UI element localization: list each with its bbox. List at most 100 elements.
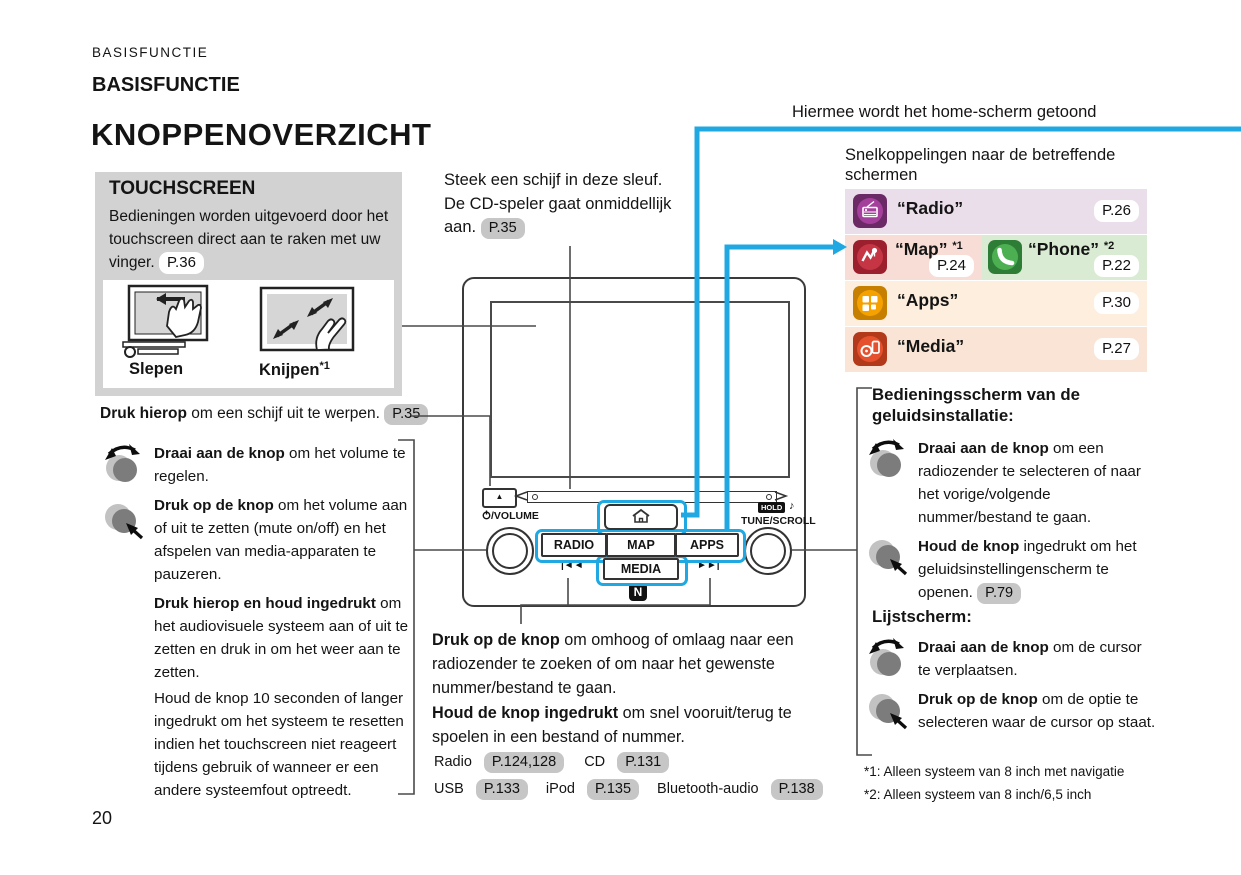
touchscreen-body-text: Bedieningen worden uitgevoerd door het t… (109, 208, 389, 271)
note-lead: Draai aan de knop (918, 440, 1049, 457)
page-title: KNOPPENOVERZICHT (91, 117, 432, 152)
drag-gesture-illustration (122, 284, 209, 358)
page-ref-badge: P.30 (1094, 292, 1139, 314)
note-rest: om snel vooruit/terug te spoelen in een … (432, 704, 792, 746)
shortcut-label: “Radio” (897, 198, 964, 218)
page-number: 20 (92, 808, 113, 828)
press-knob-icon (869, 540, 908, 576)
apps-hard-button[interactable]: APPS (675, 533, 739, 557)
gesture-label-drag: Slepen (129, 360, 184, 378)
volume-knob-label: /VOLUME (482, 510, 539, 522)
footnote-mark: *1 (952, 240, 963, 252)
home-screen-note: Hiermee wordt het home-scherm getoond (792, 103, 1097, 121)
slot-screw-right (766, 494, 772, 500)
shortcut-label-text: “Phone” (1028, 239, 1099, 259)
volume-label-text: /VOLUME (491, 510, 539, 522)
map-hard-button[interactable]: MAP (606, 533, 676, 557)
disc-slot-note: Steek een schijf in deze sleuf. De CD-sp… (444, 169, 676, 240)
ref-label: USB (434, 781, 464, 797)
page-ref-badge: P.133 (475, 779, 528, 800)
rotate-knob-icon (869, 638, 904, 676)
audio-section-heading: Bedieningsscherm van de geluidsinstallat… (872, 385, 1080, 425)
hold-badge: HOLD (758, 502, 786, 513)
press-knob-icon (105, 504, 144, 540)
media-hard-button[interactable]: MEDIA (603, 558, 679, 580)
note-lead: Druk hierop en houd ingedrukt (154, 595, 376, 612)
touchscreen-box-body: Bedieningen worden uitgevoerd door het t… (109, 205, 393, 274)
volume-knob-inner (492, 533, 528, 569)
list-section-heading: Lijstscherm: (872, 607, 972, 626)
footnote-mark: *2 (1103, 240, 1115, 252)
tune-scroll-knob[interactable] (744, 527, 792, 575)
note-lead: Houd de knop (918, 538, 1020, 555)
page-ref-badge: P.27 (1094, 338, 1139, 360)
home-button[interactable] (604, 504, 678, 530)
note-lead: Draai aan de knop (154, 445, 285, 462)
eject-button[interactable]: ▲ (482, 488, 517, 508)
map-icon (853, 240, 887, 274)
tune-refs-line2: USB P.133 iPod P.135 Bluetooth-audio P.1… (434, 779, 823, 800)
tune-knob-inner (750, 533, 786, 569)
shortcut-cell-phone[interactable]: “Phone” *2 P.22 (982, 235, 1147, 280)
ref-label: Bluetooth-audio (657, 781, 759, 797)
note-rest: ingedrukt om het geluidsinstellingensche… (918, 538, 1137, 601)
note-lead: Druk op de knop (918, 691, 1038, 708)
seek-forward-button[interactable]: ►►| (697, 560, 720, 571)
eject-note: Druk hierop om een schijf uit te werpen.… (100, 404, 430, 425)
seek-back-button[interactable]: |◄◄ (561, 560, 584, 571)
volume-knob[interactable] (486, 527, 534, 575)
phone-icon (988, 240, 1022, 274)
ref-label: CD (584, 754, 606, 770)
reset-note: Houd de knop 10 seconden of langer inged… (154, 690, 404, 799)
note-rest: om het volume aan of uit te zetten (mute… (154, 497, 408, 583)
shortcut-cell-map[interactable]: “Map” *1 P.24 (845, 235, 982, 280)
ref-label: Radio (434, 754, 472, 770)
note-lead: Druk op de knop (432, 631, 560, 649)
list-note-press: Druk op de knop om de optie te selectere… (918, 688, 1158, 734)
list-note-rotate: Draai aan de knop om de cursor te verpla… (918, 636, 1158, 682)
shortcut-label: “Media” (897, 336, 965, 356)
audio-note-rotate: Draai aan de knop om een radiozender te … (918, 437, 1158, 529)
shortcut-row-radio[interactable]: “Radio” P.26 (845, 189, 1147, 234)
note-rest: om omhoog of omlaag naar een radiozender… (432, 631, 794, 697)
note-lead: Druk op de knop (154, 497, 274, 514)
media-icon (853, 332, 887, 366)
page-ref-badge: P.35 (384, 404, 429, 425)
note-lead: Houd de knop ingedrukt (432, 704, 619, 722)
page-ref-badge: P.138 (770, 779, 823, 800)
audio-note-hold: Houd de knop ingedrukt om het geluidsins… (918, 535, 1158, 604)
radio-icon (853, 194, 887, 228)
head-unit-screen[interactable] (490, 301, 790, 478)
tune-knob-label: TUNE/SCROLL (741, 515, 816, 527)
music-note-icon: ♪ (789, 500, 795, 512)
section-title: BASISFUNCTIE (92, 74, 240, 96)
page-ref-badge: P.24 (929, 255, 974, 277)
home-icon (632, 508, 650, 523)
volume-note-rotate: Draai aan de knop om het volume te regel… (154, 442, 414, 488)
touchscreen-box-title: TOUCHSCREEN (109, 178, 256, 199)
gesture-pinch-footnote-mark: *1 (319, 360, 330, 372)
tune-refs-line1: Radio P.124,128 CD P.131 (434, 752, 670, 773)
page-ref-badge: P.135 (586, 779, 640, 800)
touchscreen-info-box: TOUCHSCREEN Bedieningen worden uitgevoer… (95, 172, 402, 396)
tune-note-press: Druk op de knop om omhoog of omlaag naar… (432, 628, 842, 700)
shortcuts-heading: Snelkoppelingen naar de betreffende sche… (845, 146, 1116, 184)
note-rest: om de cursor te verplaatsen. (918, 639, 1142, 679)
gesture-label-pinch: Knijpen*1 (259, 360, 330, 380)
shortcut-row-media[interactable]: “Media” P.27 (845, 327, 1147, 372)
slot-screw-left (532, 494, 538, 500)
page-ref-badge: P.124,128 (483, 752, 565, 773)
shortcut-row-apps[interactable]: “Apps” P.30 (845, 281, 1147, 326)
eject-note-rest: om een schijf uit te werpen. (186, 405, 380, 422)
gesture-panel: Slepen Knijpen*1 (103, 280, 394, 388)
footnote-1: *1: Alleen systeem van 8 inch met naviga… (864, 764, 1125, 779)
ref-label: iPod (545, 781, 575, 797)
gesture-pinch-text: Knijpen (259, 361, 320, 379)
radio-hard-button[interactable]: RADIO (541, 533, 607, 557)
page-ref-badge: P.35 (480, 218, 525, 239)
footnote-2: *2: Alleen systeem van 8 inch/6,5 inch (864, 787, 1092, 802)
note-rest: om het audiovisuele systeem aan of uit t… (154, 595, 409, 681)
volume-note-press: Druk op de knop om het volume aan of uit… (154, 494, 414, 586)
note-rest: om het volume te regelen. (154, 445, 406, 485)
